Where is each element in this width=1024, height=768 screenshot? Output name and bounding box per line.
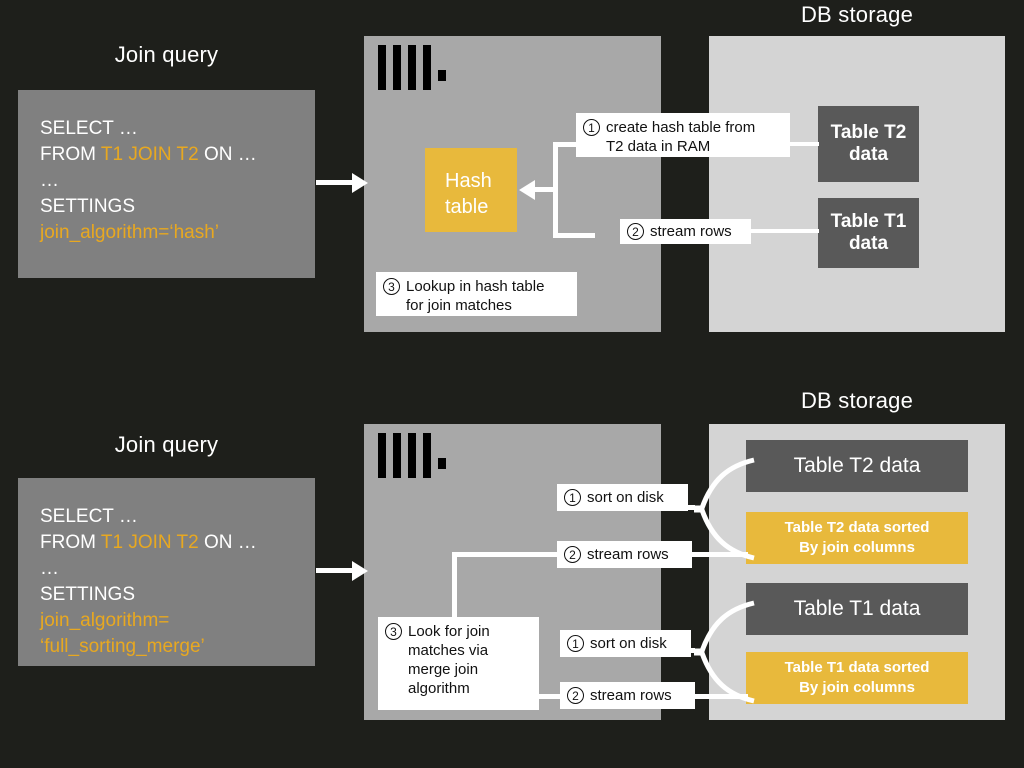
step-number-badge: 1	[583, 119, 600, 136]
top-step2-connector-h	[553, 233, 595, 238]
bottom-table-t1-sorted-line2: By join columns	[799, 679, 915, 696]
bottom-table-t1-sorted-line1: Table T1 data sorted	[784, 659, 930, 676]
top-table-t2-line2: data	[848, 144, 889, 165]
top-query-arrow-line	[316, 180, 356, 185]
bottom-code-line1: SELECT …	[40, 506, 138, 527]
step-number-badge: 1	[567, 635, 584, 652]
top-table-t2-box: Table T2 data	[818, 106, 919, 182]
clickhouse-logo-bar	[408, 45, 416, 90]
bottom-t1-stream-line	[645, 694, 748, 699]
hash-table-label-line2: table	[445, 196, 489, 218]
top-code-ellipsis: …	[40, 170, 59, 191]
bottom-t1-sort-callout: 1 sort on disk	[560, 630, 691, 657]
top-step3-callout: 3 Lookup in hash table for join matches	[376, 272, 577, 316]
top-code-settings: SETTINGS	[40, 196, 136, 217]
bottom-t2-stream-callout: 2 stream rows	[557, 541, 692, 568]
top-hash-arrow-head	[519, 179, 535, 200]
bottom-t1-stream-callout: 2 stream rows	[560, 682, 695, 709]
top-step1-text: create hash table from T2 data in RAM	[606, 119, 756, 155]
bottom-merge-connector-h2	[535, 694, 565, 699]
clickhouse-logo-bar	[408, 433, 416, 478]
top-step2-callout: 2 stream rows	[620, 219, 751, 244]
step-number-badge: 2	[564, 546, 581, 563]
bottom-table-t1-data-box: Table T1 data	[746, 583, 968, 635]
bottom-db-storage-title: DB storage	[800, 388, 914, 413]
step-number-badge: 2	[627, 223, 644, 240]
clickhouse-logo-bar	[423, 45, 431, 90]
top-code-join: T1 JOIN T2	[100, 144, 199, 165]
bottom-t2-stream-line	[645, 552, 748, 557]
bottom-table-t2-sorted-line1: Table T2 data sorted	[784, 519, 930, 536]
bottom-table-t2-sorted-line2: By join columns	[799, 539, 915, 556]
bottom-code-algo-val: ‘full_sorting_merge’	[40, 636, 205, 657]
bottom-merge-connector-h	[452, 552, 558, 557]
bottom-table-t1-sorted-box: Table T1 data sorted By join columns	[746, 652, 968, 704]
bottom-code-algo-key: join_algorithm=	[40, 610, 170, 631]
top-table-t1-line2: data	[848, 233, 889, 254]
bottom-query-arrow-line	[316, 568, 356, 573]
bottom-code-join: T1 JOIN T2	[100, 532, 199, 553]
step-number-badge: 3	[385, 623, 402, 640]
bottom-t2-sort-text: sort on disk	[587, 488, 664, 506]
top-code-algo: join_algorithm=‘hash’	[40, 222, 220, 243]
bottom-code-settings: SETTINGS	[40, 584, 136, 605]
hash-table-label-line1: Hash	[445, 170, 492, 192]
step-number-badge: 3	[383, 278, 400, 295]
clickhouse-logo	[378, 45, 448, 90]
top-step3-text: Lookup in hash table for join matches	[406, 278, 545, 314]
bottom-merge-connector-v	[452, 552, 457, 622]
clickhouse-logo-dot	[438, 458, 446, 469]
hash-table-box: Hash table	[425, 148, 517, 232]
bottom-join-query-title: Join query	[114, 432, 219, 457]
bottom-query-code: SELECT … FROM T1 JOIN T2 ON … … SETTINGS joi…	[40, 504, 315, 660]
top-query-arrow-head	[352, 172, 368, 193]
clickhouse-logo	[378, 433, 448, 478]
top-table-t1-line1: Table T1	[830, 211, 907, 232]
step-number-badge: 1	[564, 489, 581, 506]
clickhouse-logo-bar	[378, 45, 386, 90]
top-code-on: ON …	[198, 144, 257, 165]
top-table-t2-line1: Table T2	[830, 122, 907, 143]
clickhouse-logo-bar	[393, 45, 401, 90]
bottom-table-t2-data-label: Table T2 data	[793, 454, 921, 477]
bottom-step3-text: Look for join matches via merge join alg…	[408, 623, 490, 697]
bottom-table-t2-data-box: Table T2 data	[746, 440, 968, 492]
clickhouse-logo-bar	[378, 433, 386, 478]
bottom-join-query-box: SELECT … FROM T1 JOIN T2 ON … … SETTINGS joi…	[18, 478, 315, 666]
top-step1-connector-h-top	[553, 142, 585, 147]
bottom-code-from: FROM	[40, 532, 101, 553]
bottom-step3-callout: 3 Look for join matches via merge join a…	[378, 617, 539, 710]
bottom-t1-stream-text: stream rows	[590, 686, 672, 704]
bottom-table-t1-data-label: Table T1 data	[793, 597, 921, 620]
step-number-badge: 2	[567, 687, 584, 704]
bottom-code-ellipsis: …	[40, 558, 59, 579]
bottom-table-t2-sorted-box: Table T2 data sorted By join columns	[746, 512, 968, 564]
bottom-t2-sort-callout: 1 sort on disk	[557, 484, 688, 511]
top-join-query-box: SELECT … FROM T1 JOIN T2 ON … … SETTINGS joi…	[18, 90, 315, 278]
top-step2-text: stream rows	[650, 222, 732, 240]
clickhouse-logo-bar	[393, 433, 401, 478]
top-code-line1: SELECT …	[40, 118, 138, 139]
top-code-from: FROM	[40, 144, 101, 165]
clickhouse-logo-bar	[423, 433, 431, 478]
bottom-t2-stream-text: stream rows	[587, 545, 669, 563]
top-step1-connector-h-mid	[535, 187, 557, 192]
clickhouse-logo-dot	[438, 70, 446, 81]
bottom-t1-sort-text: sort on disk	[590, 634, 667, 652]
top-step1-callout: 1 create hash table from T2 data in RAM	[576, 113, 790, 157]
top-db-storage-title: DB storage	[800, 2, 914, 27]
top-t2-line	[789, 142, 819, 146]
top-t1-line	[750, 229, 819, 233]
top-query-code: SELECT … FROM T1 JOIN T2 ON … … SETTINGS joi…	[40, 116, 315, 246]
top-db-storage-panel	[709, 36, 1005, 332]
top-table-t1-box: Table T1 data	[818, 198, 919, 268]
bottom-query-arrow-head	[352, 560, 368, 581]
bottom-code-on: ON …	[198, 532, 257, 553]
top-join-query-title: Join query	[114, 42, 219, 67]
